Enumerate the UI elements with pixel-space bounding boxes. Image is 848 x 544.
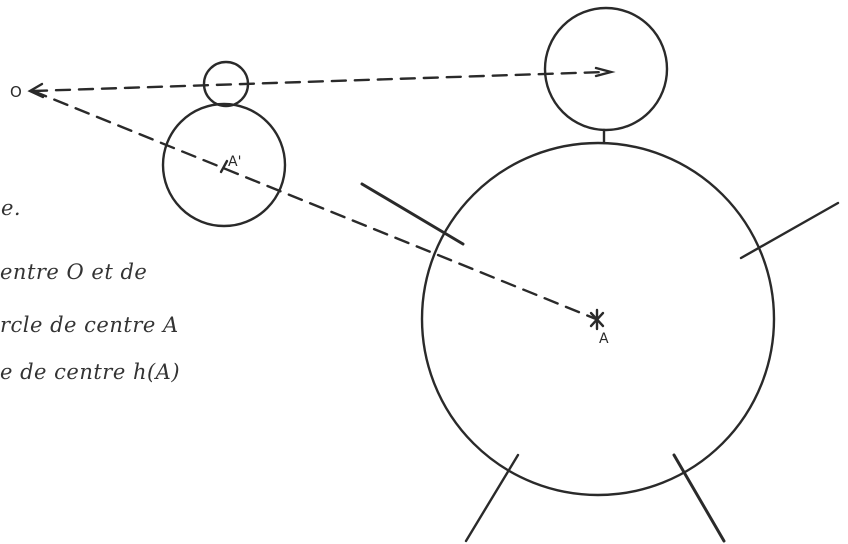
text-line-1: e. [1,196,22,220]
left-arm-line [360,182,465,246]
text-line-2: entre O et de [0,260,148,284]
text-line-3: rcle de centre A [0,313,179,337]
ray-to-body-center [31,89,598,321]
label-a-prime: A' [228,154,241,170]
left-leg-line [464,453,520,543]
ray-to-head-center [31,70,606,93]
label-o: O [10,83,22,101]
point-a-prime-mark [219,159,229,174]
text-line-4: e de centre h(A) [0,360,181,384]
arrowhead-origin [27,82,45,99]
large-body-circle [420,141,776,497]
right-leg-line [672,453,726,543]
small-body-circle [161,102,287,228]
label-a: A [599,331,609,347]
right-arm-line [739,201,840,260]
arrowhead-head [594,66,616,78]
large-head-circle [543,6,669,132]
